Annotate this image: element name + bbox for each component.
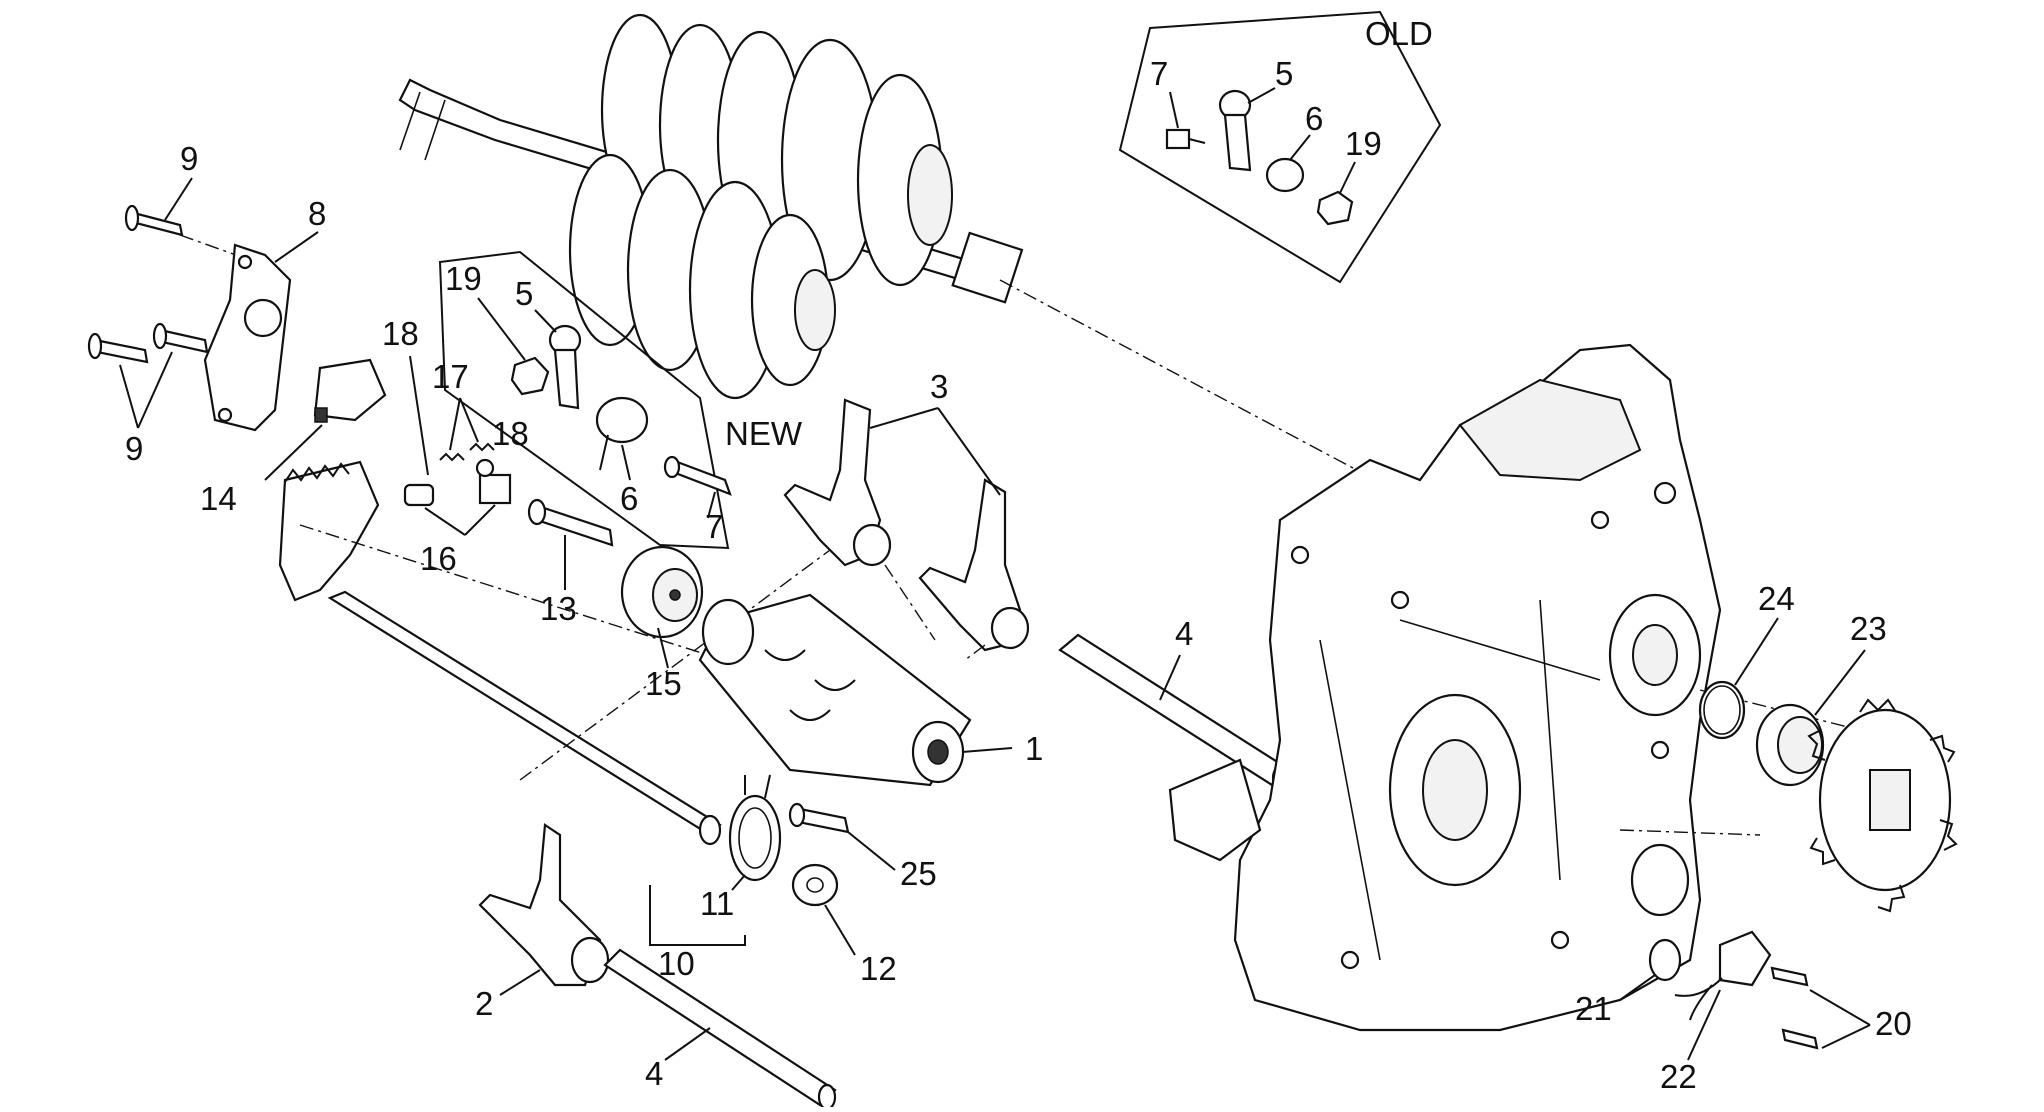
callout-9-lower: 9 <box>125 430 143 467</box>
index-lever-14 <box>313 358 387 422</box>
pin-18-right <box>478 473 512 505</box>
callout-8: 8 <box>308 195 326 232</box>
callout-16: 16 <box>420 540 457 577</box>
old-group-label: OLD <box>1365 15 1433 52</box>
old-parts-group: OLD 7 5 6 19 <box>1118 10 1442 284</box>
callout-18-right: 18 <box>492 415 529 452</box>
callout-11: 11 <box>700 885 734 922</box>
callout-5-old: 5 <box>1275 55 1293 92</box>
cam-and-bolt-group: 13 15 <box>527 498 704 702</box>
return-spring-11 <box>728 794 782 882</box>
callout-19-old: 19 <box>1345 125 1382 162</box>
callout-9-upper: 9 <box>180 140 198 177</box>
detent-parts-group: 18 17 18 16 <box>382 315 529 577</box>
selector-fork-3b <box>918 478 1022 652</box>
output-sprocket <box>1807 698 1958 913</box>
pin-18-left <box>403 483 435 507</box>
oring-24 <box>1698 680 1746 740</box>
callout-22: 22 <box>1660 1058 1697 1095</box>
callout-6-new: 6 <box>620 480 638 517</box>
fork-rod-4-upper <box>1058 633 1292 787</box>
callout-13: 13 <box>540 590 577 627</box>
selector-quadrant <box>278 460 380 602</box>
callout-18-left: 18 <box>382 315 419 352</box>
washer-12 <box>791 863 839 907</box>
old-bolt-7 <box>1165 128 1191 150</box>
new-spring-6 <box>595 396 649 444</box>
fork-rod-4-lower <box>603 948 837 1107</box>
fork-rods-group: 4 4 <box>603 615 1292 1111</box>
output-seal-group: 24 23 21 22 20 <box>1575 580 1958 1095</box>
selector-forks-group: 3 2 <box>475 368 1030 1022</box>
gearbox-shaft-assembly <box>398 13 1461 526</box>
gear-stack-lower <box>568 153 836 400</box>
callout-24: 24 <box>1758 580 1795 617</box>
callout-21: 21 <box>1575 990 1612 1027</box>
bolt-9-lower-a <box>93 338 149 364</box>
selector-plate-8 <box>203 243 292 432</box>
callout-23: 23 <box>1850 610 1887 647</box>
screw-20-lower <box>1781 1028 1819 1050</box>
callout-5-new: 5 <box>515 275 533 312</box>
callout-20: 20 <box>1875 1005 1912 1042</box>
screw-20-upper <box>1770 966 1809 987</box>
callout-10: 10 <box>658 945 695 982</box>
callout-25: 25 <box>900 855 937 892</box>
callout-4-lower: 4 <box>645 1055 663 1092</box>
oring-21 <box>1648 938 1682 982</box>
sensor-22 <box>1718 930 1772 987</box>
callout-3: 3 <box>930 368 948 405</box>
spring-17-left <box>439 452 465 462</box>
callout-14: 14 <box>200 480 237 517</box>
gear-selector-shaft-group: 10 <box>278 460 831 982</box>
callout-2: 2 <box>475 985 493 1022</box>
callout-6-old: 6 <box>1305 100 1323 137</box>
callout-7-old: 7 <box>1150 55 1168 92</box>
return-spring-group: 11 12 25 <box>700 774 937 987</box>
bolt-13 <box>533 503 614 547</box>
callout-15: 15 <box>645 665 682 702</box>
callout-4-upper: 4 <box>1175 615 1193 652</box>
callout-7-new: 7 <box>705 508 723 545</box>
callout-17: 17 <box>432 358 469 395</box>
selector-fork-3a <box>783 398 882 567</box>
gear-selector-plate-group: 9 9 8 14 <box>87 140 387 517</box>
selector-fork-2 <box>478 823 602 987</box>
crankcase-half <box>1168 343 1722 1032</box>
callout-1: 1 <box>1025 730 1043 767</box>
bolt-9-lower-b <box>158 328 209 354</box>
new-nut-19 <box>510 356 550 396</box>
callout-12: 12 <box>860 950 897 987</box>
old-nut-19 <box>1316 190 1354 226</box>
new-bolt-7 <box>669 458 732 496</box>
spring-17-right <box>469 442 495 452</box>
new-group-label: NEW <box>725 415 803 452</box>
selector-drum-group: 1 <box>698 593 1043 787</box>
old-spring-6 <box>1265 157 1305 193</box>
new-parts-group: NEW 19 5 6 7 <box>438 250 803 550</box>
callout-19-new: 19 <box>445 260 482 297</box>
